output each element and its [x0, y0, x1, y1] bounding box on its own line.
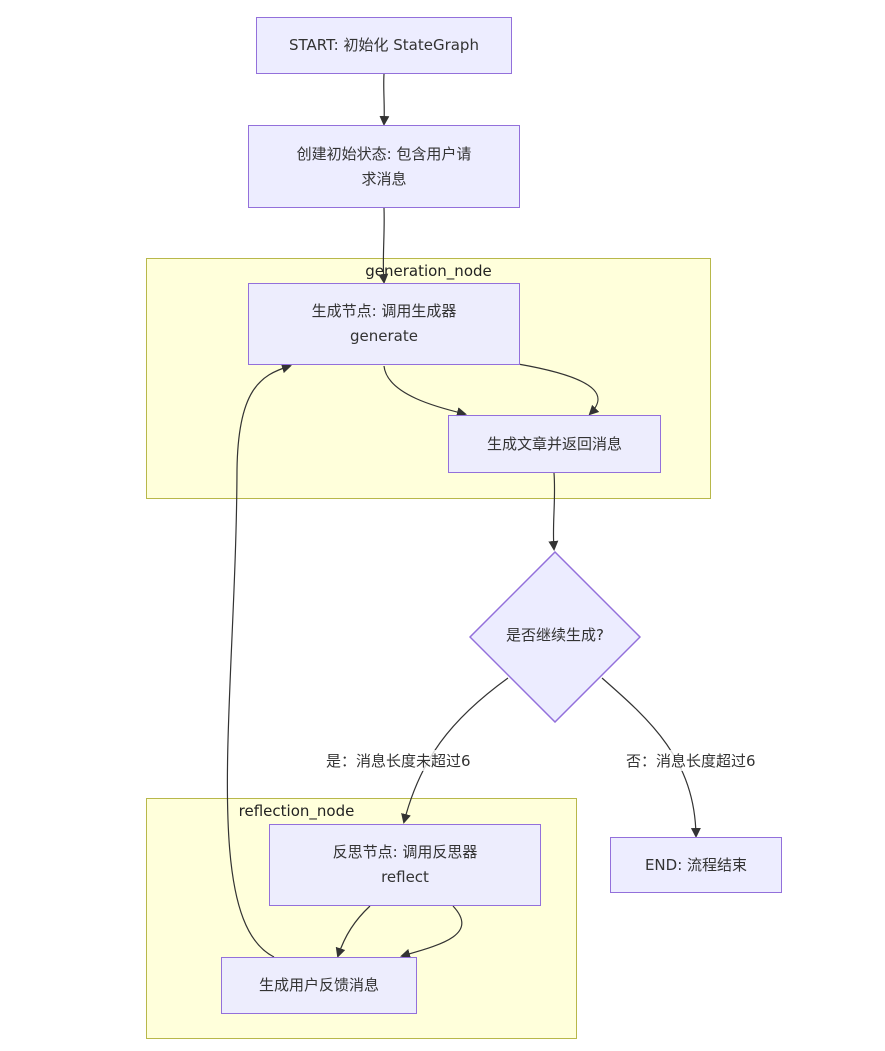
reflection-node-label-line-1: 反思节点: 调用反思器: [332, 843, 478, 861]
reflection-node-label-line-2: reflect: [381, 868, 429, 886]
generate-article-node: 生成文章并返回消息: [448, 415, 661, 473]
end-node-label: END: 流程结束: [644, 855, 748, 874]
continue-decision-node: 是否继续生成?: [469, 551, 641, 723]
start-node: START: 初始化 StateGraph: [256, 17, 512, 74]
end-node: END: 流程结束: [610, 837, 782, 893]
reflection-node: 反思节点: 调用反思器 reflect: [269, 824, 541, 906]
user-feedback-node: 生成用户反馈消息: [221, 957, 417, 1014]
user-feedback-node-label: 生成用户反馈消息: [258, 976, 379, 994]
init-state-node: 创建初始状态: 包含用户请 求消息: [248, 125, 520, 208]
generation-node-cluster-title: generation_node: [365, 262, 492, 280]
reflection-node-cluster-title: reflection_node: [238, 802, 355, 820]
generation-node: 生成节点: 调用生成器 generate: [248, 283, 520, 365]
generate-article-node-label: 生成文章并返回消息: [486, 434, 622, 453]
edge-label-yes: 是：消息长度未超过6: [326, 750, 471, 771]
generation-node-label-line-1: 生成节点: 调用生成器: [311, 302, 457, 320]
init-state-node-label-line-2: 求消息: [361, 169, 407, 188]
generation-node-label-line-2: generate: [350, 327, 418, 345]
decision-label: 是否继续生成?: [506, 626, 604, 644]
start-node-label: START: 初始化 StateGraph: [289, 36, 479, 54]
decision-diamond-shape: [469, 551, 641, 723]
init-state-node-label-line-1: 创建初始状态: 包含用户请: [296, 144, 472, 163]
edge-start-to-init: [379, 73, 390, 126]
edge-label-no: 否：消息长度超过6: [626, 750, 756, 771]
